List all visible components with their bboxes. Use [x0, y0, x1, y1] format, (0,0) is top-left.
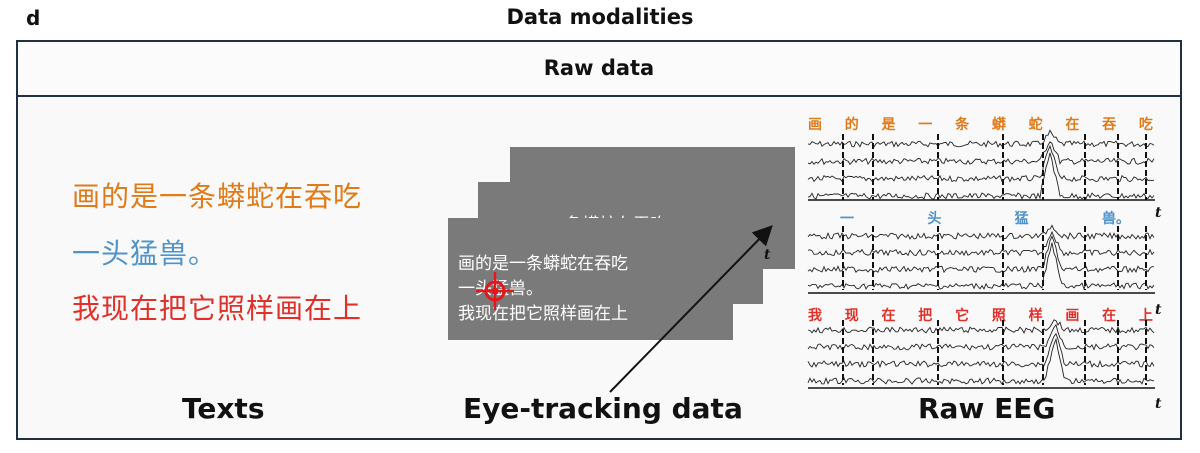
eeg-trace	[807, 129, 1155, 148]
eeg-word-label: 一	[840, 211, 854, 227]
eye-screen-front-line-3: 我现在把它照样画在上	[458, 304, 628, 324]
eeg-word-label: 吞	[1102, 117, 1117, 133]
eeg-word-label: 的	[844, 117, 859, 133]
eye-time-axis-label: t	[764, 247, 771, 263]
eeg-word-label: 在	[881, 308, 896, 324]
eeg-word-label: 蟒	[991, 117, 1006, 133]
eeg-row-2-labels: 一 头 猛 兽。	[840, 208, 1130, 228]
eeg-word-label: 头	[927, 211, 942, 227]
fixation-target-icon	[476, 272, 514, 310]
eeg-trace	[807, 144, 1155, 183]
eeg-trace	[807, 242, 1155, 291]
eeg-word-label: 蛇	[1028, 117, 1043, 133]
figure-title: Data modalities	[506, 5, 694, 29]
eeg-row-1-labels: 画的是一条蟒蛇在吞吃	[808, 114, 1153, 134]
eeg-word-label: 画	[808, 117, 822, 133]
eye-tracking-label: Eye-tracking data	[463, 392, 743, 425]
eeg-trace	[807, 224, 1155, 240]
eeg-word-label: 样	[1028, 308, 1043, 324]
eeg-time-axis-label-2: t	[1155, 302, 1162, 318]
eye-time-arrow	[609, 225, 773, 393]
eeg-word-label: 在	[1102, 308, 1117, 324]
text-line-3: 我现在把它照样画在上	[72, 292, 363, 325]
eeg-trace	[807, 332, 1155, 369]
eeg-word-label: 上	[1138, 308, 1153, 324]
eeg-word-label: 一	[918, 117, 933, 133]
eeg-word-label: 我	[808, 308, 822, 324]
raw-eeg-label: Raw EEG	[918, 392, 1056, 425]
text-line-2: 一头猛兽。	[72, 237, 218, 270]
eeg-trace	[807, 235, 1154, 274]
eeg-word-label: 猛	[1014, 211, 1029, 227]
eeg-time-axis-label-3: t	[1155, 396, 1162, 412]
eeg-word-label: 兽。	[1101, 211, 1130, 227]
raw-data-header-label: Raw data	[543, 56, 655, 80]
eeg-word-label: 它	[955, 308, 970, 324]
eeg-trace	[807, 230, 1155, 257]
eye-screen-front-line-1: 画的是一条蟒蛇在吞吃	[458, 254, 628, 274]
raw-data-header: Raw data	[18, 42, 1180, 97]
eeg-word-label: 在	[1065, 117, 1080, 133]
eeg-word-label: 画	[1065, 308, 1080, 324]
eeg-word-label: 把	[918, 308, 933, 324]
eeg-word-label: 现	[844, 308, 859, 324]
eeg-trace	[807, 152, 1155, 201]
eeg-trace	[807, 337, 1155, 385]
eeg-row-3-labels: 我现在把它照样画在上	[808, 305, 1153, 325]
eeg-trace	[807, 141, 1155, 166]
eeg-word-label: 是	[881, 117, 896, 133]
eeg-trace	[807, 323, 1155, 351]
text-line-1: 画的是一条蟒蛇在吞吃	[72, 180, 363, 213]
eeg-word-label: 条	[955, 117, 970, 133]
eeg-time-axis-label-1: t	[1155, 205, 1162, 221]
texts-label: Texts	[182, 392, 265, 425]
panel-letter: d	[26, 6, 41, 30]
eeg-word-label: 吃	[1138, 117, 1153, 133]
eye-screen-front-line-2: 一头猛兽。	[458, 279, 543, 299]
eeg-trace	[807, 319, 1155, 335]
